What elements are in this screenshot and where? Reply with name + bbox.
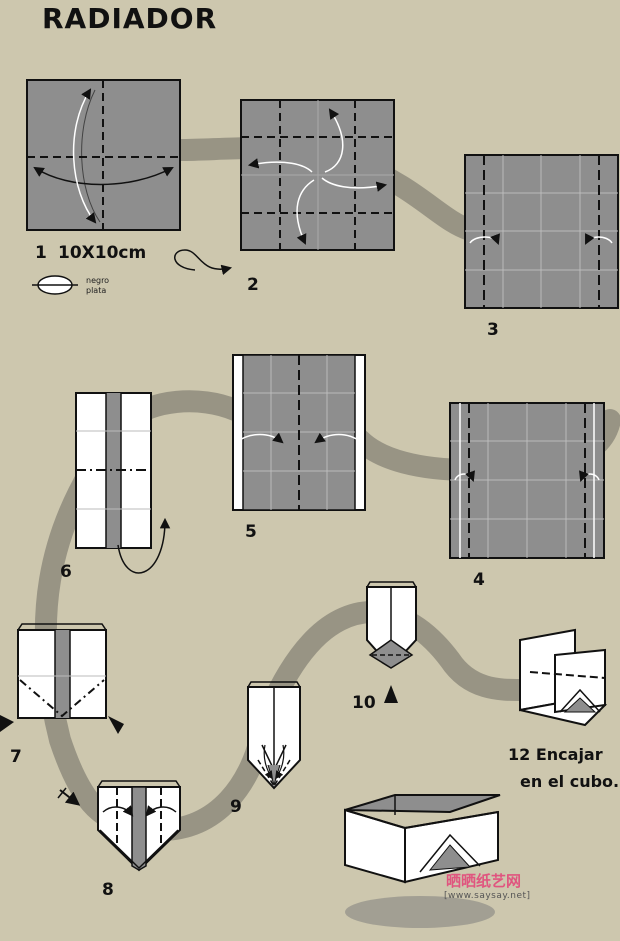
step-12-label-line1: 12 Encajar: [508, 745, 603, 764]
step-2-square: [240, 99, 395, 251]
step-10-label: 10: [352, 693, 376, 713]
step-8-shape: [57, 780, 181, 872]
page-title: RADIADOR: [42, 2, 218, 35]
step-10-shape: [366, 581, 417, 703]
step-12-label-line2: en el cubo.: [520, 772, 620, 791]
color-legend-icon: [32, 275, 78, 295]
step-8-label: 8: [102, 880, 114, 900]
step-2-label: 2: [247, 275, 259, 295]
step-9-label: 9: [230, 797, 242, 817]
watermark-url: [www.saysay.net]: [444, 891, 531, 901]
step-3-label: 3: [487, 320, 499, 340]
step-1-square: [26, 79, 181, 231]
step-4-label: 4: [473, 570, 485, 590]
step-4-square: [449, 402, 605, 559]
legend-color-2: plata: [86, 286, 107, 295]
turn-over-icon: [174, 249, 233, 276]
step-7-label: 7: [10, 747, 22, 767]
legend-color-1: negro: [86, 276, 110, 285]
step-9-shape: [247, 681, 301, 790]
watermark-brand: 晒晒纸艺网: [446, 872, 522, 890]
step-1-label: 1: [35, 243, 47, 263]
step-3-square: [464, 154, 619, 309]
step-12-shape: [519, 628, 608, 727]
step-6-label: 6: [60, 562, 72, 582]
step-6-strip: [75, 392, 171, 574]
step-7-shape: [0, 623, 124, 734]
step-5-square: [232, 354, 366, 511]
final-cube: [344, 794, 501, 928]
step-1-size: 10X10cm: [58, 243, 147, 263]
step-5-label: 5: [245, 522, 257, 542]
